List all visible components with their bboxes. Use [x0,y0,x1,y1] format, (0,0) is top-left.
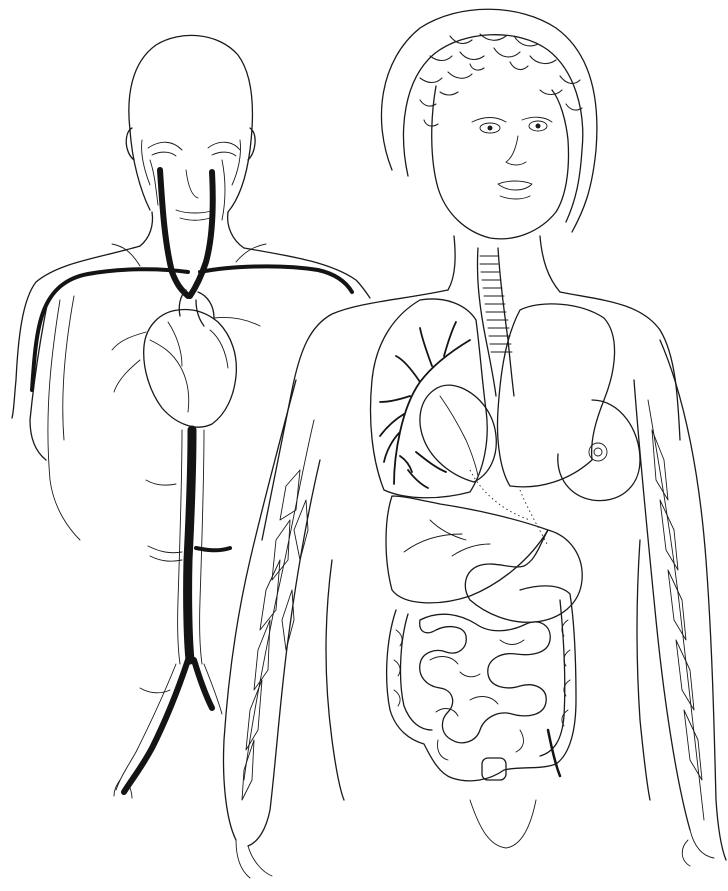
male-face [142,140,241,220]
iliac-vein-left [124,660,188,792]
iliac-vein-right [194,660,212,708]
male-neck-right [228,212,244,248]
male-neck-left [140,212,153,246]
jugular-vein-left [160,170,188,296]
female-neck-right [540,236,560,292]
subclavian-vein-right [200,266,352,292]
male-head [129,35,253,212]
male-heart [112,290,260,427]
female-silhouette [223,13,721,891]
renal-vein [196,548,230,550]
female-organs-figure [223,9,726,891]
female-pelvis [470,800,536,848]
jugular-vein-right [190,172,213,296]
male-arm-left-inner [48,300,80,540]
male-arm-left-inner2 [63,296,74,440]
inferior-vena-cava [188,430,192,660]
